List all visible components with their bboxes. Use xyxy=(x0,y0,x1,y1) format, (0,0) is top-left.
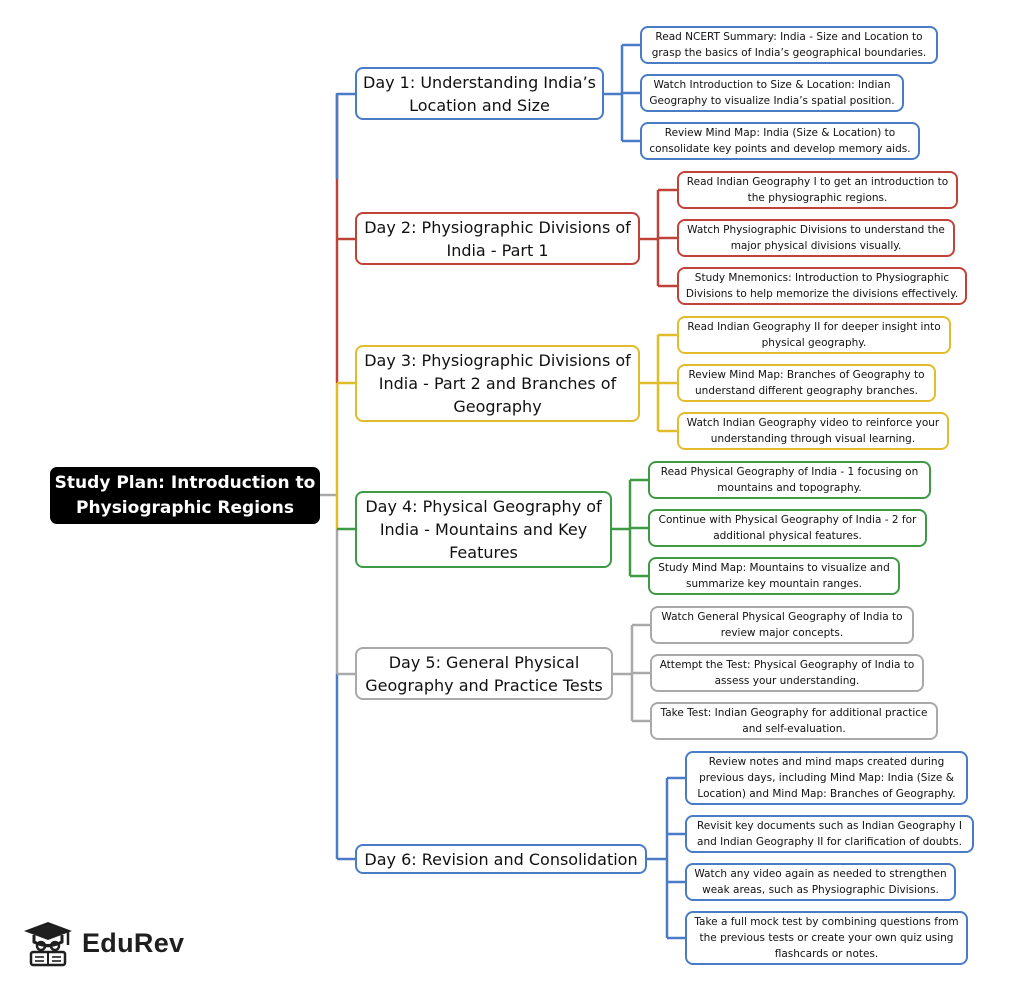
root-node: Study Plan: Introduction to Physiographi… xyxy=(50,467,320,524)
day-6-task-1: Review notes and mind maps created durin… xyxy=(685,751,968,805)
day-2-node: Day 2: Physiographic Divisions of India … xyxy=(355,212,640,265)
day-6-node: Day 6: Revision and Consolidation xyxy=(355,844,647,874)
day-6-task-3: Watch any video again as needed to stren… xyxy=(685,863,956,901)
day-1-task-2: Watch Introduction to Size & Location: I… xyxy=(640,74,904,112)
day-5-task-1: Watch General Physical Geography of Indi… xyxy=(650,606,914,644)
day-3-task-3: Watch Indian Geography video to reinforc… xyxy=(677,412,949,450)
day-5-task-3: Take Test: Indian Geography for addition… xyxy=(650,702,938,740)
day-5-node: Day 5: General Physical Geography and Pr… xyxy=(355,647,613,700)
day-2-task-1: Read Indian Geography I to get an introd… xyxy=(677,171,958,209)
day-3-task-2: Review Mind Map: Branches of Geography t… xyxy=(677,364,936,402)
day-6-task-4: Take a full mock test by combining quest… xyxy=(685,911,968,965)
day-6-task-2: Revisit key documents such as Indian Geo… xyxy=(685,815,974,853)
day-1-node: Day 1: Understanding India’s Location an… xyxy=(355,67,604,120)
day-4-node: Day 4: Physical Geography of India - Mou… xyxy=(355,491,612,568)
day-3-task-1: Read Indian Geography II for deeper insi… xyxy=(677,316,951,354)
day-4-task-3: Study Mind Map: Mountains to visualize a… xyxy=(648,557,900,595)
day-1-task-1: Read NCERT Summary: India - Size and Loc… xyxy=(640,26,938,64)
day-1-task-3: Review Mind Map: India (Size & Location)… xyxy=(640,122,920,160)
graduation-cap-icon xyxy=(22,919,74,967)
day-2-task-2: Watch Physiographic Divisions to underst… xyxy=(677,219,955,257)
edurev-logo: EduRev xyxy=(12,910,212,976)
brand-name: EduRev xyxy=(82,927,185,958)
day-5-task-2: Attempt the Test: Physical Geography of … xyxy=(650,654,924,692)
day-4-task-1: Read Physical Geography of India - 1 foc… xyxy=(648,461,931,499)
day-3-node: Day 3: Physiographic Divisions of India … xyxy=(355,345,640,422)
day-2-task-3: Study Mnemonics: Introduction to Physiog… xyxy=(677,267,967,305)
day-4-task-2: Continue with Physical Geography of Indi… xyxy=(648,509,927,547)
